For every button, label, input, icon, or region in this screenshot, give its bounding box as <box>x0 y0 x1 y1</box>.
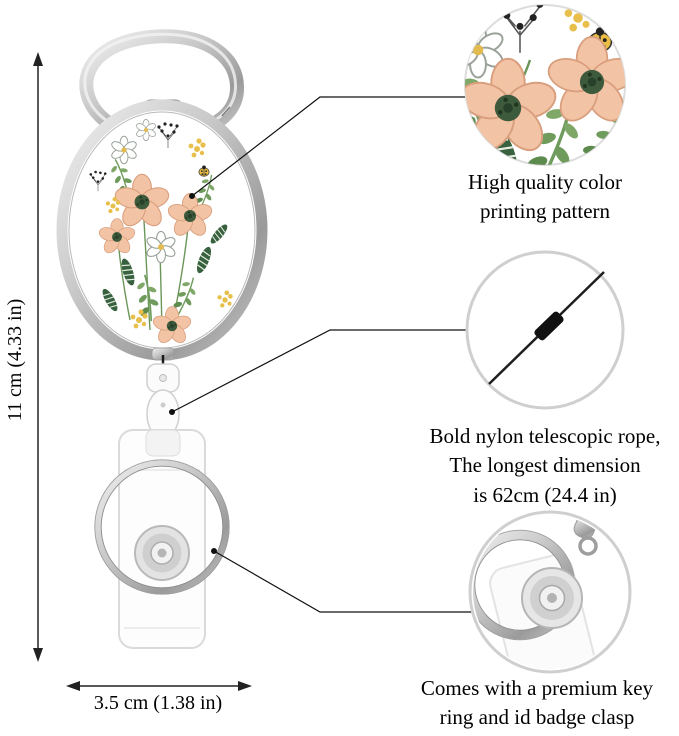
callout-anchor-rope <box>169 409 175 415</box>
callout-line-pattern <box>191 96 466 197</box>
callout-caption-clasp: Comes with a premium key ring and id bad… <box>420 676 654 730</box>
callout-circle-clasp <box>468 510 632 674</box>
callout-anchor-pattern <box>189 193 195 199</box>
callout-caption-rope: Bold nylon telescopic rope, The longest … <box>429 424 661 507</box>
callout-circle-pattern <box>464 4 626 166</box>
height-dimension-arrow <box>33 52 43 662</box>
width-dimension-arrow <box>66 681 252 691</box>
telescopic-rope-and-retractor <box>146 347 180 471</box>
snap-button <box>134 525 190 581</box>
rope-zoom-thick-segment <box>534 311 564 341</box>
height-dimension-label: 11 cm (4.33 in) <box>4 298 26 422</box>
callout-caption-pattern: High quality color printing pattern <box>468 170 622 224</box>
callout-line-rope <box>171 329 467 413</box>
callout-line-clasp <box>213 550 472 613</box>
callout-anchor-clasp <box>211 548 217 554</box>
width-dimension-label: 3.5 cm (1.38 in) <box>93 692 223 714</box>
callout-circle-rope <box>465 250 625 410</box>
key-ring <box>94 459 230 595</box>
floral-pattern <box>89 119 233 345</box>
